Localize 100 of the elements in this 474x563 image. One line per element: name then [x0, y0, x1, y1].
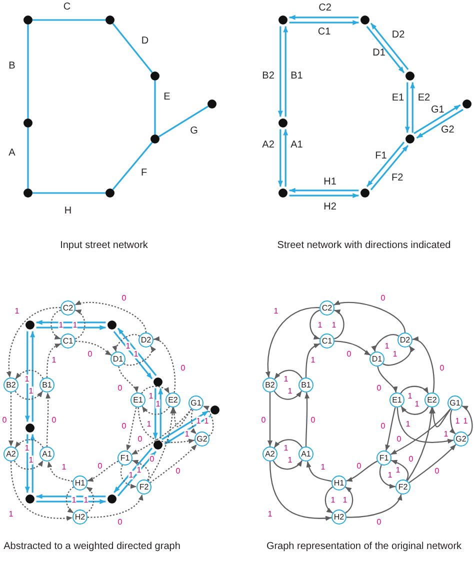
arrow: [430, 407, 452, 428]
edge-label: 1: [28, 456, 34, 464]
line: [27, 128, 29, 188]
arrow: [346, 494, 402, 518]
arrow: [334, 300, 406, 333]
arrow: [390, 460, 409, 481]
graph-node: G2: [454, 432, 468, 446]
edge-label: 1: [454, 416, 460, 426]
dotted-arrow: [141, 386, 170, 394]
arrow: [268, 392, 272, 446]
dotted-arrow: [118, 366, 138, 393]
graph-node: D2: [398, 332, 412, 348]
dotted-arrow: [153, 337, 176, 393]
arrow: [283, 129, 288, 187]
graph-node: F1: [118, 450, 132, 466]
arrow: [36, 320, 106, 325]
edge-label: 1: [273, 306, 279, 316]
edge-label: 0: [260, 416, 266, 424]
arrow: [396, 407, 454, 444]
arrow: [372, 334, 399, 352]
graph-node: F1: [376, 450, 392, 466]
graph-node: G1: [188, 396, 204, 410]
dotted-arrow: [202, 405, 214, 436]
edge-label: 1: [72, 320, 78, 329]
edge-label: 0: [310, 416, 316, 424]
edge-label: 1: [407, 392, 413, 400]
edge-label: C1: [318, 26, 331, 38]
dotted-arrow: [131, 408, 192, 456]
edge-label: 0: [376, 384, 382, 392]
edge-label: 1: [8, 510, 14, 518]
graph-node: A2: [4, 446, 18, 462]
dotted-arrow: [74, 300, 147, 333]
arrow: [36, 494, 106, 499]
dotted-arrow: [8, 392, 14, 446]
graph-node: D2: [138, 332, 154, 348]
edge-label: 1: [148, 392, 154, 400]
graph-node: E2: [424, 392, 440, 408]
line: [32, 19, 106, 21]
edge-label: 1: [155, 400, 161, 408]
edge-label: 1: [287, 386, 293, 396]
arrow: [379, 464, 396, 488]
edge-label: 0: [149, 454, 155, 464]
dotted-arrow: [172, 407, 192, 428]
edge-label: A: [8, 148, 16, 158]
graph-node: H1: [72, 476, 88, 490]
edge-label: 1: [317, 320, 323, 329]
arrow: [346, 460, 378, 482]
edge-label: G2: [441, 124, 454, 136]
edge-label: 1: [71, 496, 77, 504]
graph-node: H2: [332, 510, 346, 524]
arrow: [404, 82, 410, 133]
arrow: [36, 325, 106, 330]
edge-label: F: [140, 168, 148, 178]
arrow: [278, 26, 283, 117]
dotted-arrow: [190, 410, 197, 434]
dotted-arrow: [48, 461, 73, 482]
dotted-arrow: [132, 460, 150, 481]
graph-node: B1: [40, 378, 54, 392]
arrow: [272, 460, 303, 470]
arrow: [289, 193, 359, 198]
arrow: [24, 434, 30, 493]
dotted-arrow: [138, 407, 195, 444]
arrow: [274, 370, 303, 380]
dotted-arrow: [50, 310, 62, 340]
edge-label: 0: [117, 518, 123, 526]
graph-node: A1: [298, 446, 314, 462]
graph-node: A2: [262, 446, 278, 462]
edge-label: E1: [392, 92, 404, 104]
arrow: [310, 310, 320, 340]
arrow: [334, 340, 371, 356]
dotted-arrow: [150, 444, 198, 484]
caption: Abstracted to a weighted directed graph: [4, 541, 180, 553]
arrow: [416, 108, 464, 139]
edge-label: 0: [408, 454, 414, 464]
graph-node: B2: [262, 378, 278, 392]
edge-label: D: [141, 36, 149, 46]
edge-label: 0: [434, 466, 440, 476]
arrow: [30, 331, 36, 422]
graph-node: G1: [448, 396, 462, 410]
edge-label: 1: [146, 420, 152, 428]
dotted-arrow: [74, 310, 86, 340]
edge-label: A2: [262, 140, 274, 150]
edge-label: H: [64, 206, 72, 216]
edge-label: 1: [392, 350, 398, 358]
arrow: [334, 310, 344, 340]
arrow: [24, 331, 30, 422]
arrow: [274, 439, 303, 448]
arrow: [289, 14, 359, 20]
graph-node: B1: [298, 378, 314, 392]
edge-label: 1: [414, 400, 420, 408]
arrow: [462, 405, 473, 436]
edge-label: 1: [283, 374, 289, 384]
edge-label: D2: [392, 30, 405, 40]
edge-label: 1: [51, 356, 57, 364]
line: [158, 106, 209, 138]
edge-label: 1: [58, 320, 64, 329]
arrow: [377, 366, 397, 393]
dotted-arrow: [14, 439, 44, 448]
arrow: [164, 414, 212, 445]
dotted-arrow: [148, 407, 175, 482]
